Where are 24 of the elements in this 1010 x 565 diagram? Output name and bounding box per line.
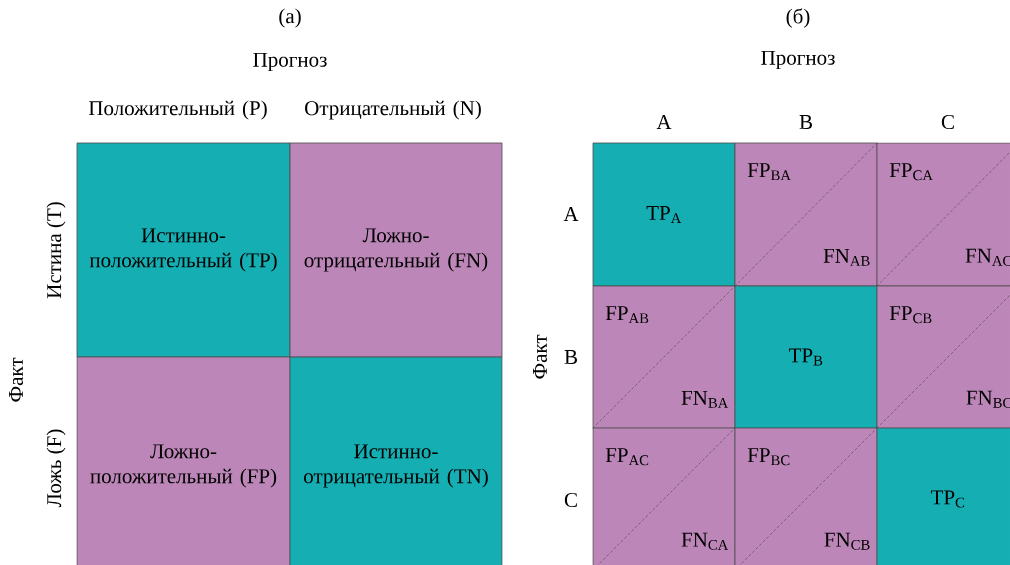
- axis-title: Прогноз: [253, 52, 327, 72]
- row-header: C: [564, 492, 577, 508]
- panel-label: (б): [786, 8, 810, 28]
- column-header: Положительный (P): [88, 100, 267, 120]
- axis-title: Прогноз: [761, 50, 835, 70]
- panel-label: (a): [279, 8, 301, 28]
- matrix-cell: Истинно- положительный (TP): [76, 142, 291, 358]
- matrix-cell: Ложно- положительный (FP): [76, 356, 291, 565]
- row-header: B: [564, 350, 577, 364]
- matrix-cell: TP$_{C}$: [876, 427, 1010, 565]
- split-cell: FP$_{AC}$ FN$_{CA}$: [592, 427, 736, 565]
- matrix-cell: TP$_{A}$: [592, 142, 736, 287]
- axis-title: Факт: [9, 357, 23, 402]
- split-cell: FP$_{AB}$ FN$_{BA}$: [592, 285, 736, 429]
- split-cell: FP$_{BA}$ FN$_{AB}$: [734, 142, 878, 287]
- split-cell: FP$_{BC}$ FN$_{CB}$: [734, 427, 878, 565]
- row-header: A: [563, 207, 579, 221]
- matrix-cell: Ложно- отрицательный (FN): [289, 142, 503, 358]
- node-label: FP$_{CA}$: [889, 163, 933, 181]
- matrix-cell: Истинно- отрицательный (TN): [289, 356, 503, 565]
- axis-title: Факт: [533, 334, 547, 379]
- column-header: Отрицательный (N): [305, 100, 481, 120]
- matrix-cell: TP$_{B}$: [734, 285, 878, 429]
- row-header: Истина (T): [46, 202, 66, 299]
